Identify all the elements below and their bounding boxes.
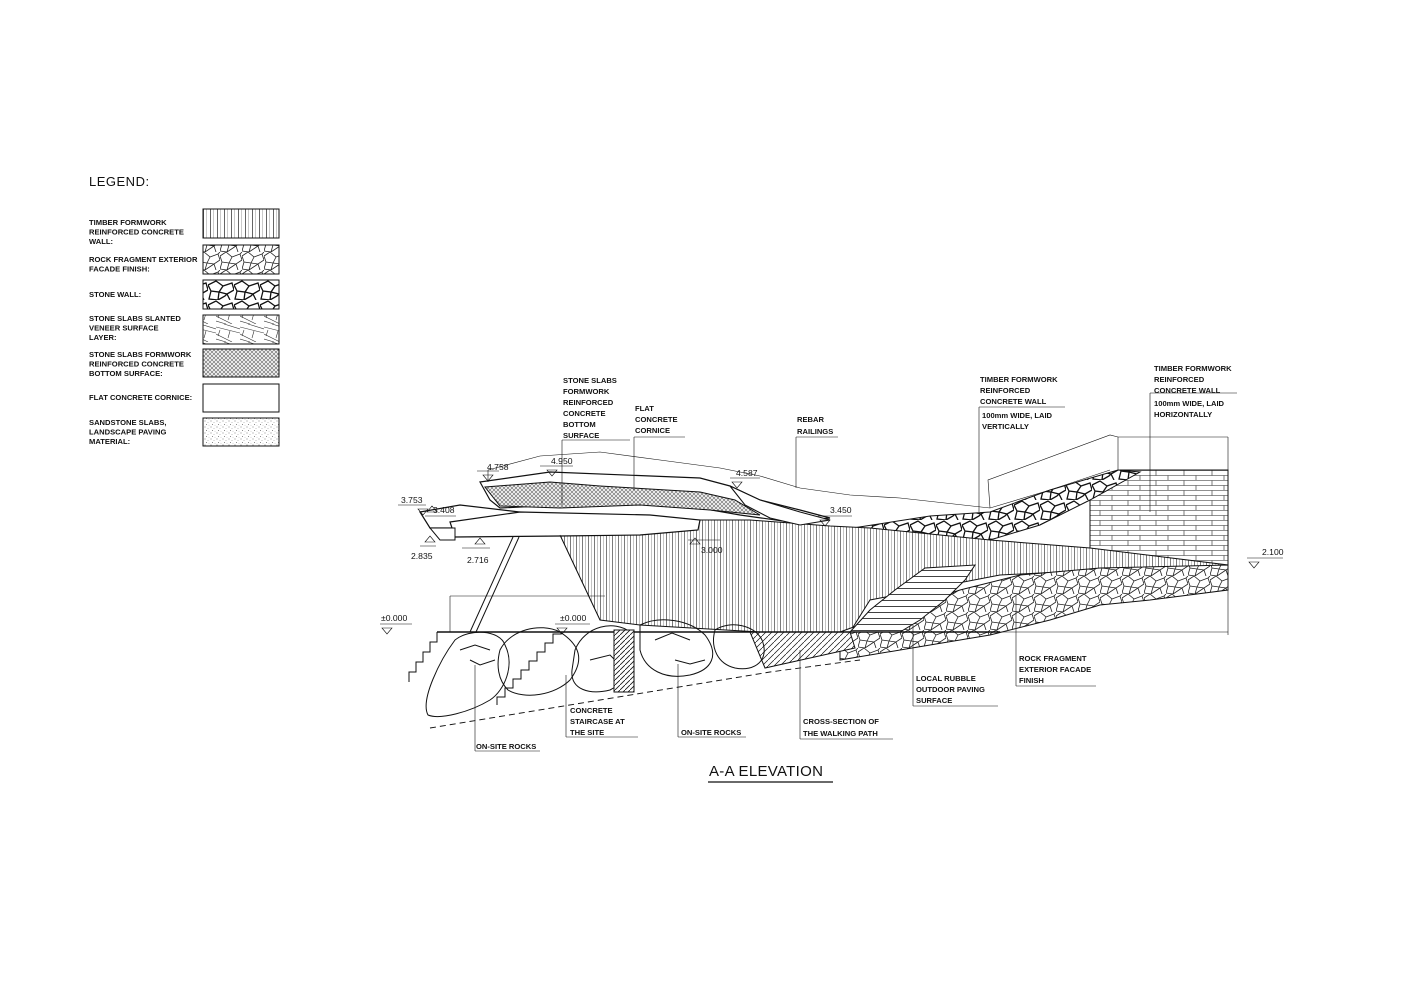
level-3000: 3.000 xyxy=(701,545,723,555)
callouts: STONE SLABS FORMWORK REINFORCED CONCRETE… xyxy=(476,364,1234,751)
left-stair xyxy=(408,632,438,682)
svg-text:SANDSTONE SLABS,LANDSCAPE PAVI: SANDSTONE SLABS,LANDSCAPE PAVINGMATERIAL… xyxy=(89,418,167,446)
callout-stone-slabs-bottom: STONE SLABS FORMWORK REINFORCED CONCRETE… xyxy=(563,376,619,440)
callout-walking-path: CROSS-SECTION OF THE WALKING PATH xyxy=(803,717,881,738)
svg-text:FLAT CONCRETE CORNICE:: FLAT CONCRETE CORNICE: xyxy=(89,393,192,402)
callout-timber-wall-vertical: TIMBER FORMWORK REINFORCED CONCRETE WALL… xyxy=(980,375,1060,431)
level-4758: 4.758 xyxy=(487,462,509,472)
rock-fragment-facade xyxy=(839,564,1229,661)
legend-swatch-stone-wall xyxy=(202,279,280,310)
legend-swatch-flat-cornice xyxy=(202,383,280,413)
level-4587: 4.587 xyxy=(736,468,758,478)
level-pm0000-mid: ±0.000 xyxy=(560,613,586,623)
lower-slab-mid xyxy=(449,511,701,538)
callout-rock-fragment-finish: ROCK FRAGMENT EXTERIOR FACADE FINISH xyxy=(1019,654,1093,685)
callout-onsite-rocks-left: ON-SITE ROCKS xyxy=(476,742,536,751)
level-pm0000-left: ±0.000 xyxy=(381,613,407,623)
callout-rebar-railings: REBAR RAILINGS xyxy=(797,415,833,436)
callout-local-rubble: LOCAL RUBBLE OUTDOOR PAVING SURFACE xyxy=(916,674,987,705)
level-2716: 2.716 xyxy=(467,555,489,565)
level-2835: 2.835 xyxy=(411,551,433,561)
callout-onsite-rocks-mid: ON-SITE ROCKS xyxy=(681,728,741,737)
outdoor-stairs xyxy=(848,564,976,633)
legend-swatch-rock-fragment xyxy=(202,244,280,275)
legend-title: LEGEND: xyxy=(89,174,150,189)
cornice-edge xyxy=(729,485,831,526)
drawing-title: A-A ELEVATION xyxy=(709,763,823,780)
legend-swatch-formwork-bottom xyxy=(202,348,280,378)
formwork-bottom-surface xyxy=(484,481,761,516)
level-markers: 4.758 4.950 4.587 3.753 3.408 3.450 2.83… xyxy=(380,456,1284,635)
level-3408: 3.408 xyxy=(433,505,455,515)
rebar-railing-line xyxy=(487,451,1111,509)
callout-concrete-staircase: CONCRETE STAIRCASE AT THE SITE xyxy=(570,706,627,737)
legend-item-stone-wall: STONE WALL: xyxy=(89,279,280,310)
legend-item-flat-cornice: FLAT CONCRETE CORNICE: xyxy=(89,383,280,413)
callout-flat-cornice: FLAT CONCRETE CORNICE xyxy=(635,404,680,435)
callout-leaders xyxy=(474,392,1237,752)
legend-swatch-slanted-veneer xyxy=(202,314,280,345)
legend-swatch-sandstone xyxy=(202,417,280,447)
legend-swatch-timber-wall xyxy=(202,208,280,239)
concrete-staircase xyxy=(496,632,562,705)
concrete-pier xyxy=(613,629,635,693)
svg-text:STONE WALL:: STONE WALL: xyxy=(89,290,141,299)
level-2100: 2.100 xyxy=(1262,547,1284,557)
callout-timber-wall-horizontal: TIMBER FORMWORK REINFORCED CONCRETE WALL… xyxy=(1154,364,1234,419)
level-3450: 3.450 xyxy=(830,505,852,515)
natural-ground-profile xyxy=(429,659,861,729)
elevation-structure: 4.758 4.950 4.587 3.753 3.408 3.450 2.83… xyxy=(380,364,1284,783)
level-3753: 3.753 xyxy=(401,495,423,505)
onsite-rocks xyxy=(425,619,765,718)
